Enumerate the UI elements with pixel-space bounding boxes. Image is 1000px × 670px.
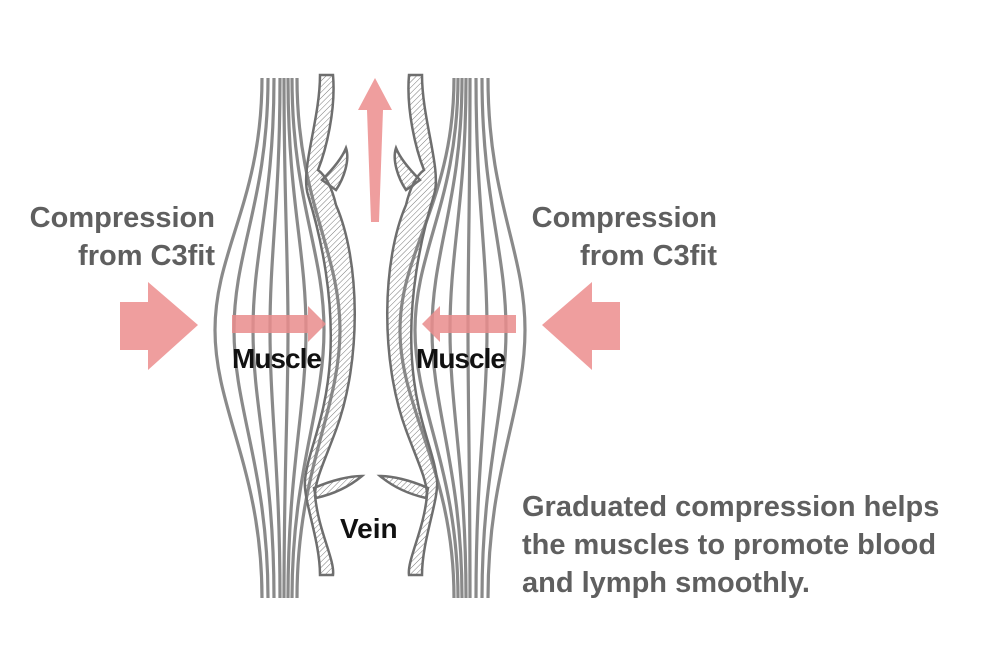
muscle-label-left: Muscle (232, 343, 322, 374)
compression-label-right: Compression from C3fit (531, 202, 717, 272)
muscle-label-right: Muscle (416, 343, 506, 374)
muscle-push-arrow-left (232, 306, 326, 342)
vein-label: Vein (340, 513, 398, 544)
compression-arrow-left (120, 282, 198, 370)
vein-wall-right (376, 73, 439, 577)
compression-label-left: Compression from C3fit (29, 202, 215, 272)
muscle-push-arrow-right (422, 306, 516, 342)
caption-text: Graduated compression helps the muscles … (522, 491, 940, 599)
blood-flow-up-arrow (358, 78, 392, 222)
vein-wall-left (303, 73, 366, 577)
compression-arrow-right (542, 282, 620, 370)
